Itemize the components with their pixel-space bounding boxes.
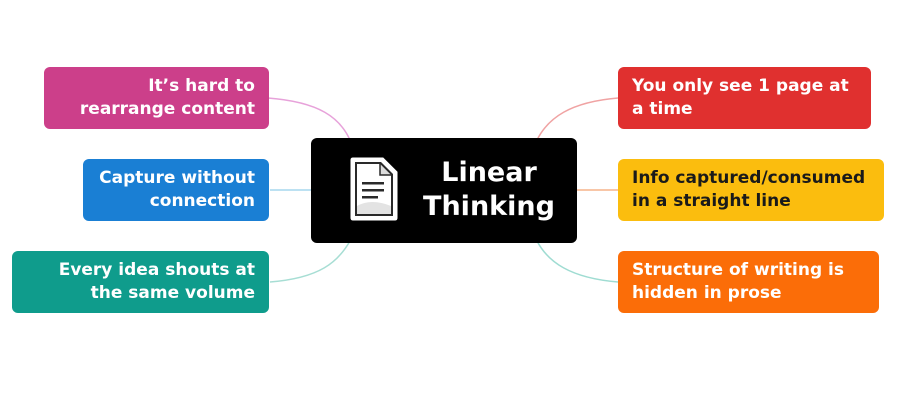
branch-capture-without-connection: Capture without connection: [83, 159, 269, 221]
connector-right-3: [536, 240, 619, 283]
central-topic: Linear Thinking: [311, 138, 577, 243]
branch-label: Structure of writing is hidden in prose: [632, 260, 844, 303]
branch-same-volume: Every idea shouts at the same volume: [12, 251, 269, 313]
branch-rearrange-content: It’s hard to rearrange content: [44, 67, 269, 129]
branch-label: Capture without connection: [99, 168, 255, 211]
branch-label: Info captured/consumed in a straight lin…: [632, 168, 866, 211]
branch-straight-line: Info captured/consumed in a straight lin…: [618, 159, 884, 221]
connector-right-1: [536, 97, 619, 141]
branch-one-page-at-a-time: You only see 1 page at a time: [618, 67, 871, 129]
branch-hidden-in-prose: Structure of writing is hidden in prose: [618, 251, 879, 313]
branch-label: It’s hard to rearrange content: [79, 76, 255, 119]
connector-left-3: [269, 240, 351, 283]
central-topic-title: Linear Thinking: [423, 157, 555, 222]
branch-label: You only see 1 page at a time: [632, 76, 849, 119]
document-icon: [350, 157, 398, 221]
branch-label: Every idea shouts at the same volume: [58, 260, 255, 303]
connector-left-1: [267, 97, 351, 141]
